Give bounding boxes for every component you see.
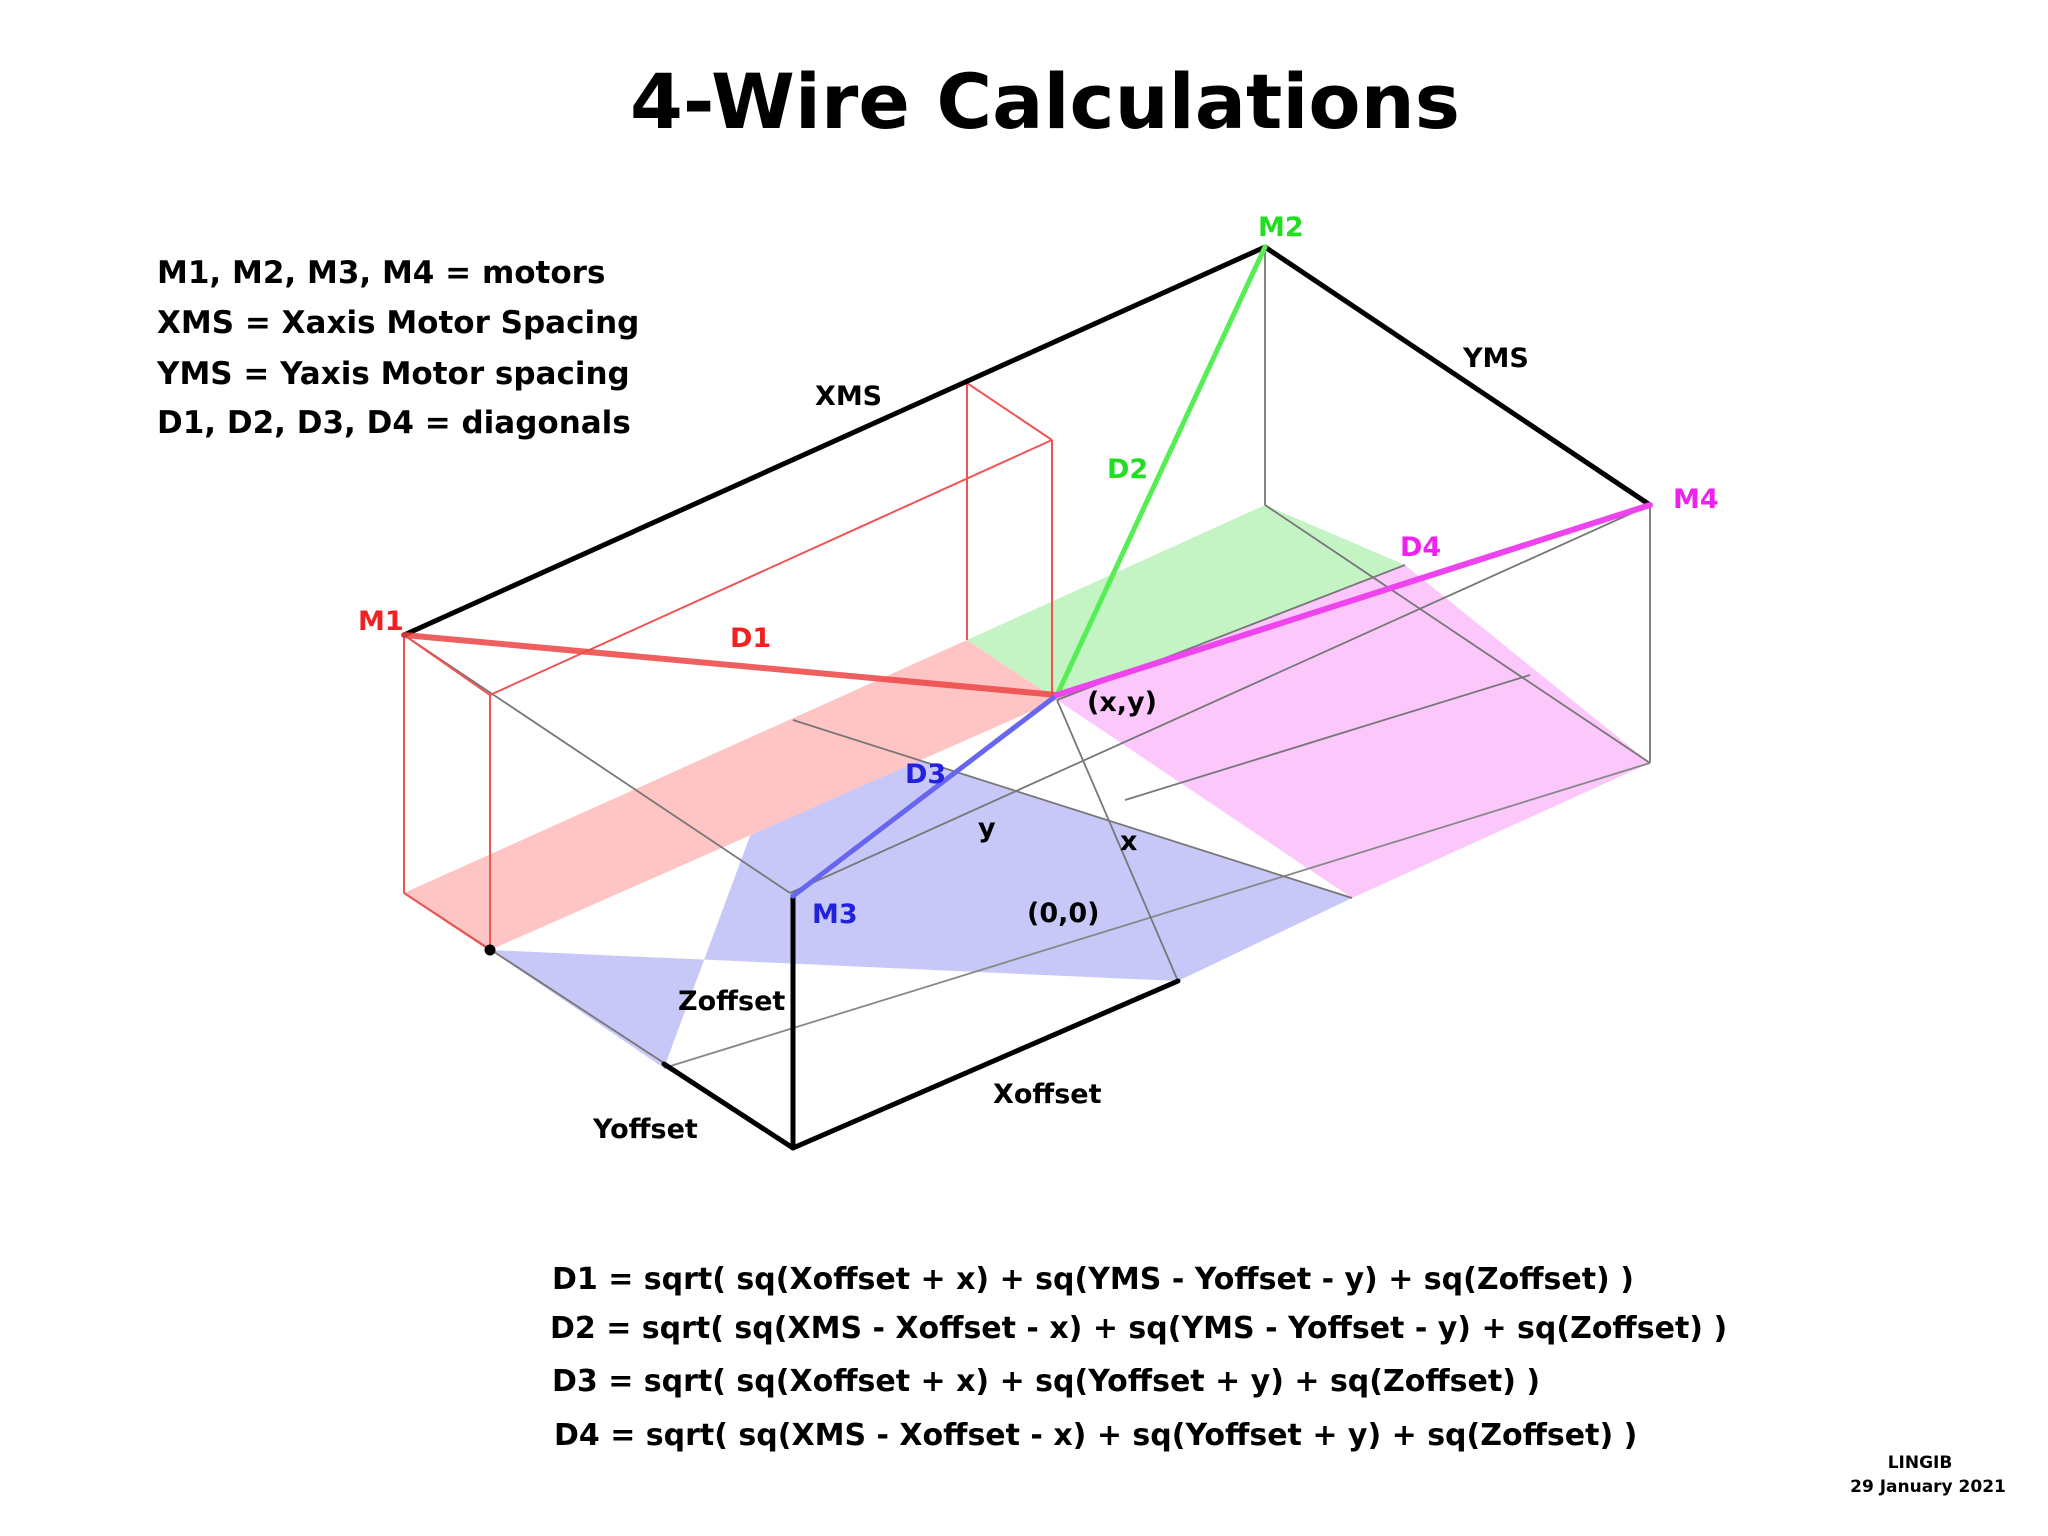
legend-diagonals: D1, D2, D3, D4 = diagonals	[157, 405, 631, 441]
credit-date: 29 January 2021	[1850, 1477, 2006, 1497]
formula-d2: D2 = sqrt( sq(XMS - Xoffset - x) + sq(YM…	[550, 1311, 1727, 1346]
page-title: 4-Wire Calculations	[630, 57, 1460, 146]
label-d2: D2	[1107, 454, 1148, 485]
label-m3: M3	[812, 899, 858, 930]
xoffset-edge	[790, 978, 1181, 1151]
label-d1: D1	[730, 623, 771, 654]
label-d3: D3	[905, 759, 946, 790]
label-xoffset: Xoffset	[993, 1079, 1102, 1110]
label-yms: YMS	[1462, 343, 1529, 374]
xms-edge	[401, 244, 1268, 638]
formula-d4: D4 = sqrt( sq(XMS - Xoffset - x) + sq(Yo…	[554, 1418, 1637, 1453]
diagonal-d2	[1054, 244, 1268, 698]
formula-d3: D3 = sqrt( sq(Xoffset + x) + sq(Yoffset …	[552, 1364, 1540, 1399]
label-xms: XMS	[815, 381, 882, 412]
region-d1	[404, 640, 1057, 950]
label-yoffset: Yoffset	[592, 1114, 698, 1145]
label-m1: M1	[358, 606, 404, 637]
label-point: (x,y)	[1087, 687, 1157, 718]
formula-d1: D1 = sqrt( sq(Xoffset + x) + sq(YMS - Yo…	[552, 1262, 1634, 1297]
diagonal-d4	[1054, 502, 1653, 698]
label-zoffset: Zoffset	[678, 986, 785, 1017]
yoffset-edge	[661, 1061, 796, 1151]
label-x: x	[1120, 826, 1137, 857]
yms-edge	[1262, 244, 1653, 508]
diagonal-d1	[401, 632, 1060, 698]
credit: LINGIB 29 January 2021	[1850, 1453, 2006, 1497]
legend-motors: M1, M2, M3, M4 = motors	[157, 255, 605, 291]
diagonal-d3	[790, 692, 1060, 899]
label-y: y	[978, 813, 996, 844]
label-origin: (0,0)	[1027, 898, 1100, 929]
label-m4: M4	[1673, 484, 1719, 515]
region-d3	[490, 720, 1352, 1068]
legend: M1, M2, M3, M4 = motors XMS = Xaxis Moto…	[156, 255, 639, 441]
label-m2: M2	[1258, 212, 1304, 243]
dimension-labels: XMS YMS D1 D2 D3 D4 (x,y) (0,0) x y Zoff…	[592, 343, 1529, 1145]
formulas: D1 = sqrt( sq(Xoffset + x) + sq(YMS - Yo…	[550, 1262, 1727, 1453]
credit-name: LINGIB	[1888, 1453, 1953, 1473]
label-d4: D4	[1400, 532, 1441, 563]
diagonals	[401, 244, 1653, 899]
corner-dot	[484, 944, 496, 956]
legend-yms: YMS = Yaxis Motor spacing	[156, 356, 630, 392]
thick-edges	[401, 244, 1653, 1151]
motor-labels: M1 M2 M3 M4	[358, 212, 1719, 930]
legend-xms: XMS = Xaxis Motor Spacing	[157, 305, 639, 341]
